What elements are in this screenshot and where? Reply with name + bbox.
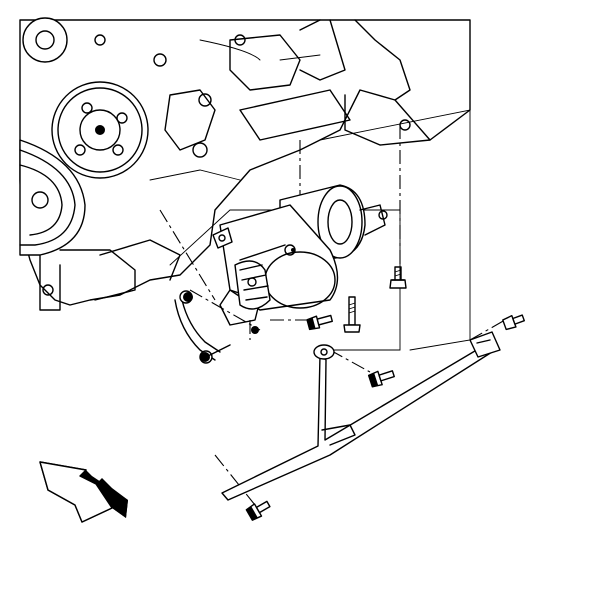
bolt-icon	[245, 500, 271, 521]
bolt-icon	[200, 352, 210, 362]
starter-brace	[221, 331, 501, 501]
idler-pulley	[22, 17, 68, 63]
alignment-lines	[159, 109, 506, 506]
bolt-icon	[306, 314, 333, 331]
bolt-icon	[183, 292, 193, 302]
bolt-icon	[251, 326, 259, 334]
harmonic-balancer-pulley	[19, 139, 86, 256]
bolt-icon	[502, 314, 526, 331]
bolt-icon	[389, 266, 407, 289]
arrow-icon	[39, 461, 128, 523]
crankshaft-pulley	[51, 81, 149, 179]
engine-block	[19, 19, 471, 311]
starter-motor	[212, 184, 388, 326]
bolt-icon	[367, 370, 395, 388]
bolt-icon	[343, 296, 361, 333]
